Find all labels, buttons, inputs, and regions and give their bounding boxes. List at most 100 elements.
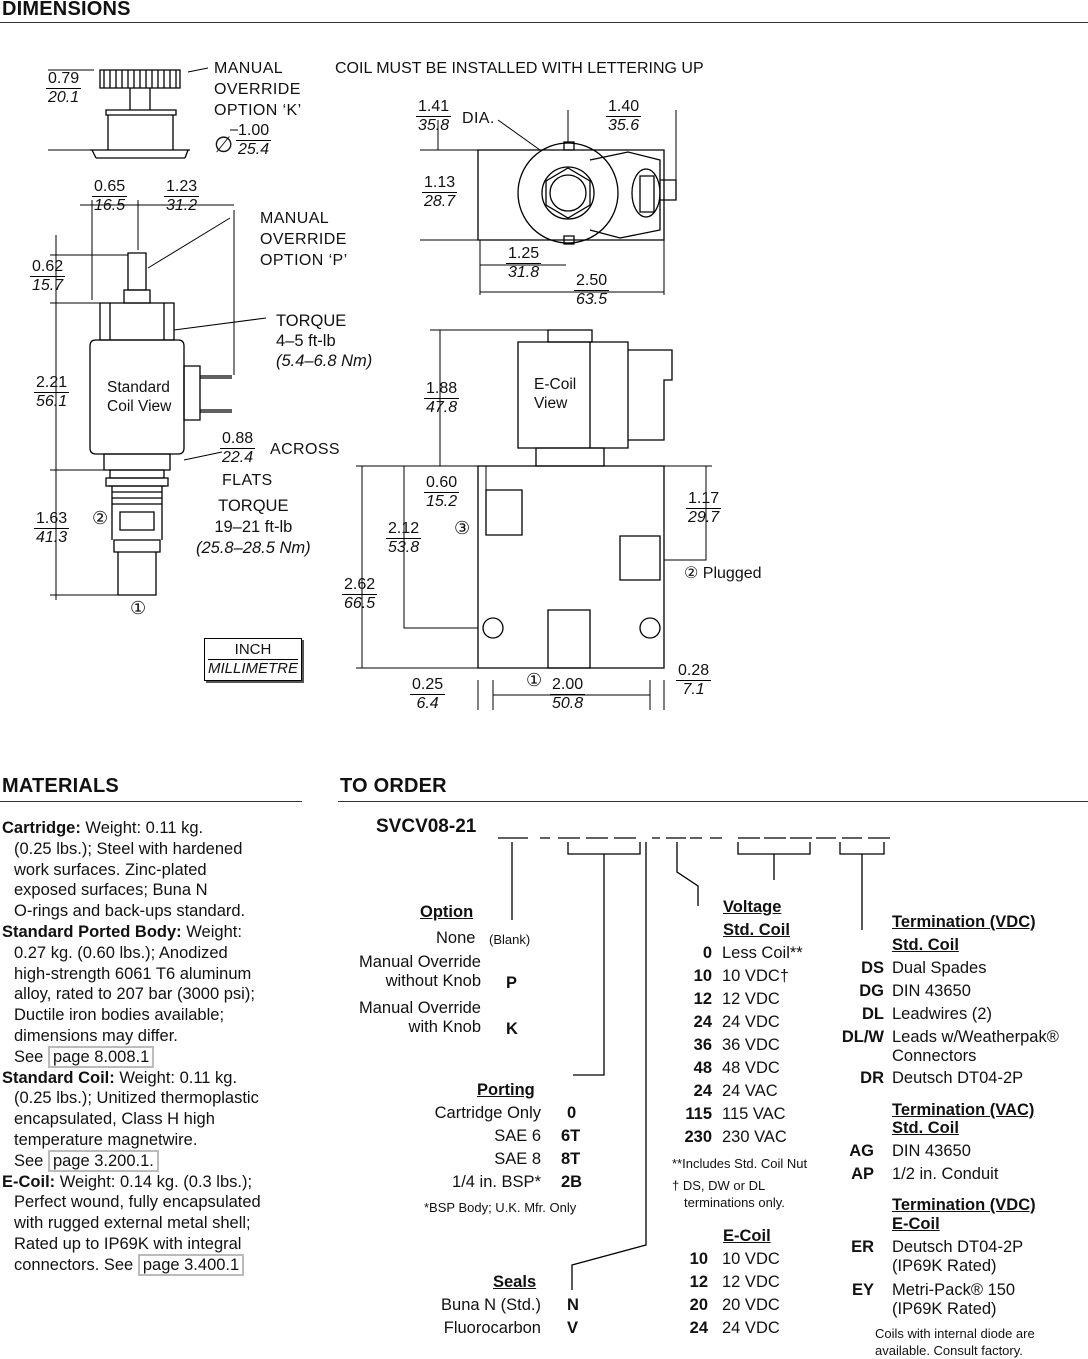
voltage-row-label: 10 VDC† xyxy=(722,967,789,985)
term-vdc-code: DR xyxy=(860,1069,884,1087)
voltage-row-label: 48 VDC xyxy=(722,1059,780,1077)
term-vac-row-code: AG xyxy=(849,1142,874,1160)
seals-buna-label: Buna N (Std.) xyxy=(441,1296,541,1314)
term-vdc-label: DIN 43650 xyxy=(892,982,971,1000)
model-code: SVCV08-21 xyxy=(376,816,477,837)
voltage-row-code: 24 xyxy=(693,1013,712,1031)
standard-coil-view-label: Standard Coil View xyxy=(107,379,172,415)
dia-label: DIA. xyxy=(462,110,495,127)
ecoil-row-label: 20 VDC xyxy=(722,1296,780,1314)
term-vdc-subhead: Std. Coil xyxy=(892,936,959,954)
dimensions-rule xyxy=(0,22,1088,23)
option-none-code: (Blank) xyxy=(489,932,531,947)
voltage-subhead: Std. Coil xyxy=(723,921,790,939)
dimensions-title: DIMENSIONS xyxy=(2,0,131,20)
order-rule xyxy=(338,801,1088,802)
link-page-3-400-1[interactable]: page 3.400.1 xyxy=(137,1253,245,1276)
material-body: Standard Ported Body: Weight: xyxy=(2,922,242,941)
port-1-marker: ① xyxy=(130,598,147,618)
option-p-code: P xyxy=(506,974,518,992)
term-vac-row-label: 1/2 in. Conduit xyxy=(892,1165,999,1183)
voltage-row-label: 230 VAC xyxy=(722,1128,787,1146)
term-ecoil-code: ER xyxy=(851,1238,874,1256)
term-ecoil-label: Deutsch DT04-2P xyxy=(892,1238,1024,1256)
material-cartridge: Cartridge: Weight: 0.11 kg. xyxy=(2,819,204,837)
knob-label: MANUAL OVERRIDE OPTION ‘K’ xyxy=(214,60,302,119)
material-coil: Standard Coil: Weight: 0.11 kg. xyxy=(2,1068,238,1087)
ecoil-row-label: 12 VDC xyxy=(722,1273,780,1291)
link-page-8-008-1[interactable]: page 8.008.1 xyxy=(47,1045,155,1068)
term-vdc-code: DG xyxy=(859,982,884,1000)
term-ecoil-label: Metri-Pack® 150 xyxy=(892,1281,1016,1299)
override-p-label: MANUAL OVERRIDE OPTION ‘P’ xyxy=(260,210,348,269)
seals-fluoro-code: V xyxy=(567,1319,579,1337)
term-vac-head: Termination (VAC) xyxy=(892,1101,1035,1119)
term-vac-row-code: AP xyxy=(851,1165,874,1183)
porting-footnote: *BSP Body; U.K. Mfr. Only xyxy=(424,1200,577,1215)
ecoil-row-code: 24 xyxy=(689,1319,708,1337)
knob-option-k xyxy=(90,69,190,159)
term-vdc-head: Termination (VDC) xyxy=(892,913,1036,931)
term-vac-subhead: Std. Coil xyxy=(892,1119,959,1137)
across-label: ACROSS xyxy=(270,441,340,458)
port-3-marker: ③ xyxy=(454,518,471,538)
materials-text: Cartridge: Weight: 0.11 kg. (0.25 lbs.);… xyxy=(2,818,312,1276)
term-vdc-code: DS xyxy=(861,959,884,977)
voltage-row-label: 24 VAC xyxy=(722,1082,778,1100)
option-k-code: K xyxy=(506,1020,518,1038)
porting-bsp-code: 2B xyxy=(561,1173,583,1191)
flats-label: FLATS xyxy=(222,472,273,489)
dimensions-drawing xyxy=(48,67,712,710)
ecoil-row-code: 10 xyxy=(689,1250,708,1268)
torque-bottom: TORQUE 19–21 ft-lb (25.8–28.5 Nm) xyxy=(196,497,311,557)
term-vdc-label: Leadwires (2) xyxy=(892,1005,992,1023)
seals-head: Seals xyxy=(493,1273,537,1291)
porting-sae8-label: SAE 8 xyxy=(494,1150,541,1168)
term-vdc-label: Deutsch DT04-2P xyxy=(892,1069,1024,1087)
term-ecoil-subhead: E-Coil xyxy=(892,1215,940,1233)
porting-cartridge-label: Cartridge Only xyxy=(434,1104,541,1122)
unit-legend-box: INCH MILLIMETRE xyxy=(204,638,303,681)
porting-cartridge-code: 0 xyxy=(567,1104,577,1122)
ecoil-body-view xyxy=(477,329,673,669)
voltage-row-label: 24 VDC xyxy=(722,1013,780,1031)
option-head: Option xyxy=(420,903,474,921)
materials-rule xyxy=(0,801,302,802)
voltage-row-code: 230 xyxy=(684,1128,712,1146)
porting-sae6-label: SAE 6 xyxy=(494,1127,541,1145)
cartridge-standard-coil xyxy=(89,252,232,596)
term-ecoil-code: EY xyxy=(851,1281,874,1299)
porting-sae6-code: 6T xyxy=(561,1127,581,1145)
term-ecoil-label-2: (IP69K Rated) xyxy=(892,1257,997,1275)
voltage-row-code: 36 xyxy=(693,1036,712,1054)
ecoil-row-code: 12 xyxy=(689,1273,708,1291)
link-page-3-200-1[interactable]: page 3.200.1. xyxy=(47,1149,159,1172)
term-vdc-label-2: Connectors xyxy=(892,1047,977,1065)
voltage-row-code: 0 xyxy=(702,944,712,962)
ecoil-head: E-Coil xyxy=(723,1227,771,1245)
voltage-row-label: 115 VAC xyxy=(722,1105,786,1123)
term-ecoil-head: Termination (VDC) xyxy=(892,1196,1036,1214)
voltage-head: Voltage xyxy=(723,898,782,916)
plugged-marker: ② Plugged xyxy=(684,565,762,582)
porting-sae8-code: 8T xyxy=(561,1150,581,1168)
torque-top: TORQUE 4–5 ft-lb (5.4–6.8 Nm) xyxy=(276,312,373,370)
voltage-note-2a: † DS, DW or DL xyxy=(672,1178,766,1193)
